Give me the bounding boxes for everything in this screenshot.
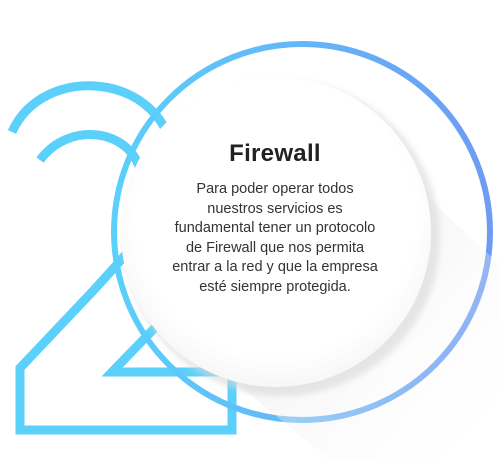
number-two-inner-loop bbox=[36, 130, 145, 172]
info-card-circle bbox=[121, 77, 431, 387]
info-card: Firewall Para poder operar todos nuestro… bbox=[170, 140, 380, 297]
card-title: Firewall bbox=[229, 140, 321, 167]
card-body-text: Para poder operar todos nuestros servici… bbox=[172, 181, 378, 295]
